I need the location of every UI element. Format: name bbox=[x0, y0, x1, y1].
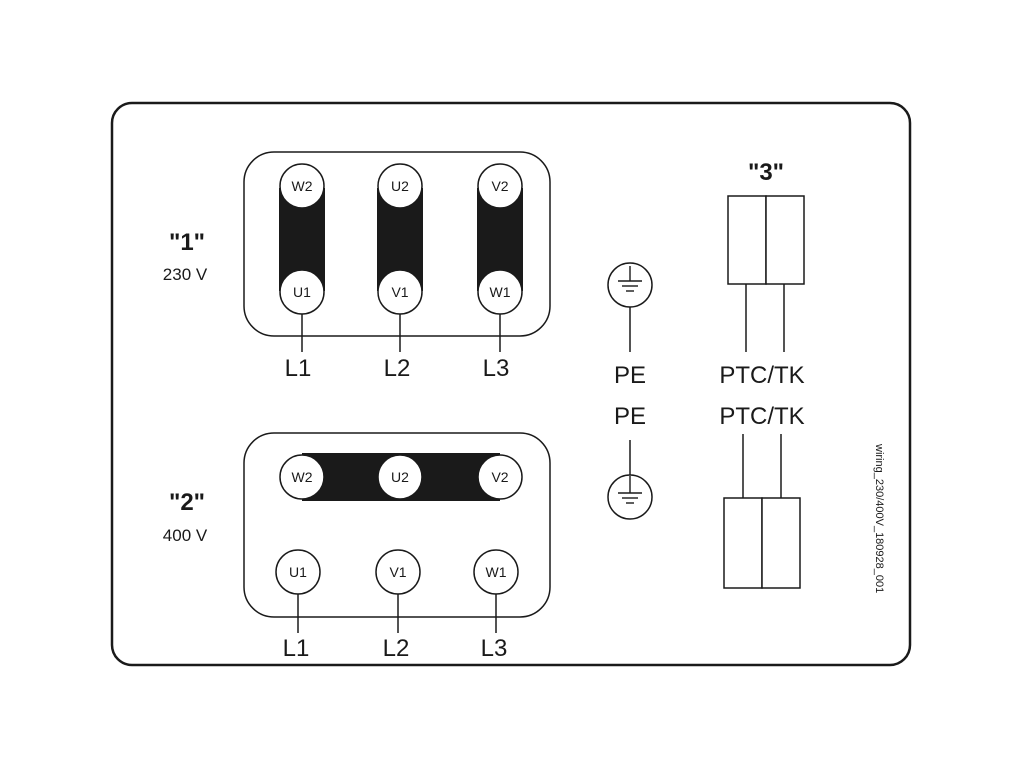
config-230-name: "1" bbox=[169, 229, 205, 256]
earth-top: PE bbox=[607, 262, 653, 389]
config-230-block: "1" 230 V W2 U2 V2 U1 V1 W1 L1 L2 L3 bbox=[163, 151, 551, 382]
terminal-label: W1 bbox=[486, 564, 507, 580]
terminal-label: U1 bbox=[289, 564, 307, 580]
terminal-label: V1 bbox=[389, 564, 406, 580]
terminal-label: W2 bbox=[292, 178, 313, 194]
diagram-id: wiring_230/400V_180928_001 bbox=[873, 443, 885, 593]
thermal-name: "3" bbox=[748, 159, 784, 186]
terminal-label: V1 bbox=[391, 284, 408, 300]
thermal-top: "3" PTC/TK bbox=[719, 159, 805, 389]
terminal-circle bbox=[279, 454, 325, 500]
terminal-box-230 bbox=[243, 151, 551, 337]
thermal-block-left bbox=[727, 195, 767, 285]
thermal-block-right bbox=[761, 497, 801, 589]
thermal-block-left bbox=[723, 497, 763, 589]
ptc-label-bottom: PTC/TK bbox=[719, 403, 804, 430]
config-230-voltage: 230 V bbox=[163, 265, 208, 284]
terminal-label: U2 bbox=[391, 469, 409, 485]
terminal-circle bbox=[279, 269, 325, 315]
ground-icon bbox=[618, 266, 642, 292]
terminal-circle bbox=[377, 269, 423, 315]
line-label: L2 bbox=[383, 635, 410, 662]
terminal-circle bbox=[377, 454, 423, 500]
line-label: L3 bbox=[481, 635, 508, 662]
pe-label-top: PE bbox=[614, 362, 646, 389]
terminal-label: W1 bbox=[490, 284, 511, 300]
terminal-circle bbox=[275, 549, 321, 595]
terminal-circle bbox=[377, 163, 423, 209]
terminal-label: U2 bbox=[391, 178, 409, 194]
line-label: L3 bbox=[483, 355, 510, 382]
terminal-circle bbox=[375, 549, 421, 595]
line-label: L1 bbox=[283, 635, 310, 662]
line-label: L1 bbox=[285, 355, 312, 382]
terminal-label: W2 bbox=[292, 469, 313, 485]
terminal-label: V2 bbox=[491, 469, 508, 485]
thermal-bottom: PTC/TK bbox=[719, 403, 805, 589]
terminal-box-400 bbox=[243, 432, 551, 618]
terminal-circle bbox=[477, 163, 523, 209]
terminal-label: U1 bbox=[293, 284, 311, 300]
terminal-label: V2 bbox=[491, 178, 508, 194]
earth-symbol-bottom bbox=[607, 474, 653, 520]
thermal-block-right bbox=[765, 195, 805, 285]
terminal-circle bbox=[279, 163, 325, 209]
terminal-circle bbox=[477, 269, 523, 315]
ground-icon bbox=[618, 476, 642, 504]
pe-label-bottom: PE bbox=[614, 403, 646, 430]
ptc-label-top: PTC/TK bbox=[719, 362, 804, 389]
line-label: L2 bbox=[384, 355, 411, 382]
config-400-name: "2" bbox=[169, 489, 205, 516]
outer-frame bbox=[110, 101, 912, 667]
config-400-voltage: 400 V bbox=[163, 526, 208, 545]
earth-bottom: PE bbox=[607, 403, 653, 520]
config-400-block: "2" 400 V W2 U2 V2 U1 V1 W1 L1 L2 L3 bbox=[163, 432, 551, 662]
terminal-circle bbox=[477, 454, 523, 500]
terminal-circle bbox=[473, 549, 519, 595]
